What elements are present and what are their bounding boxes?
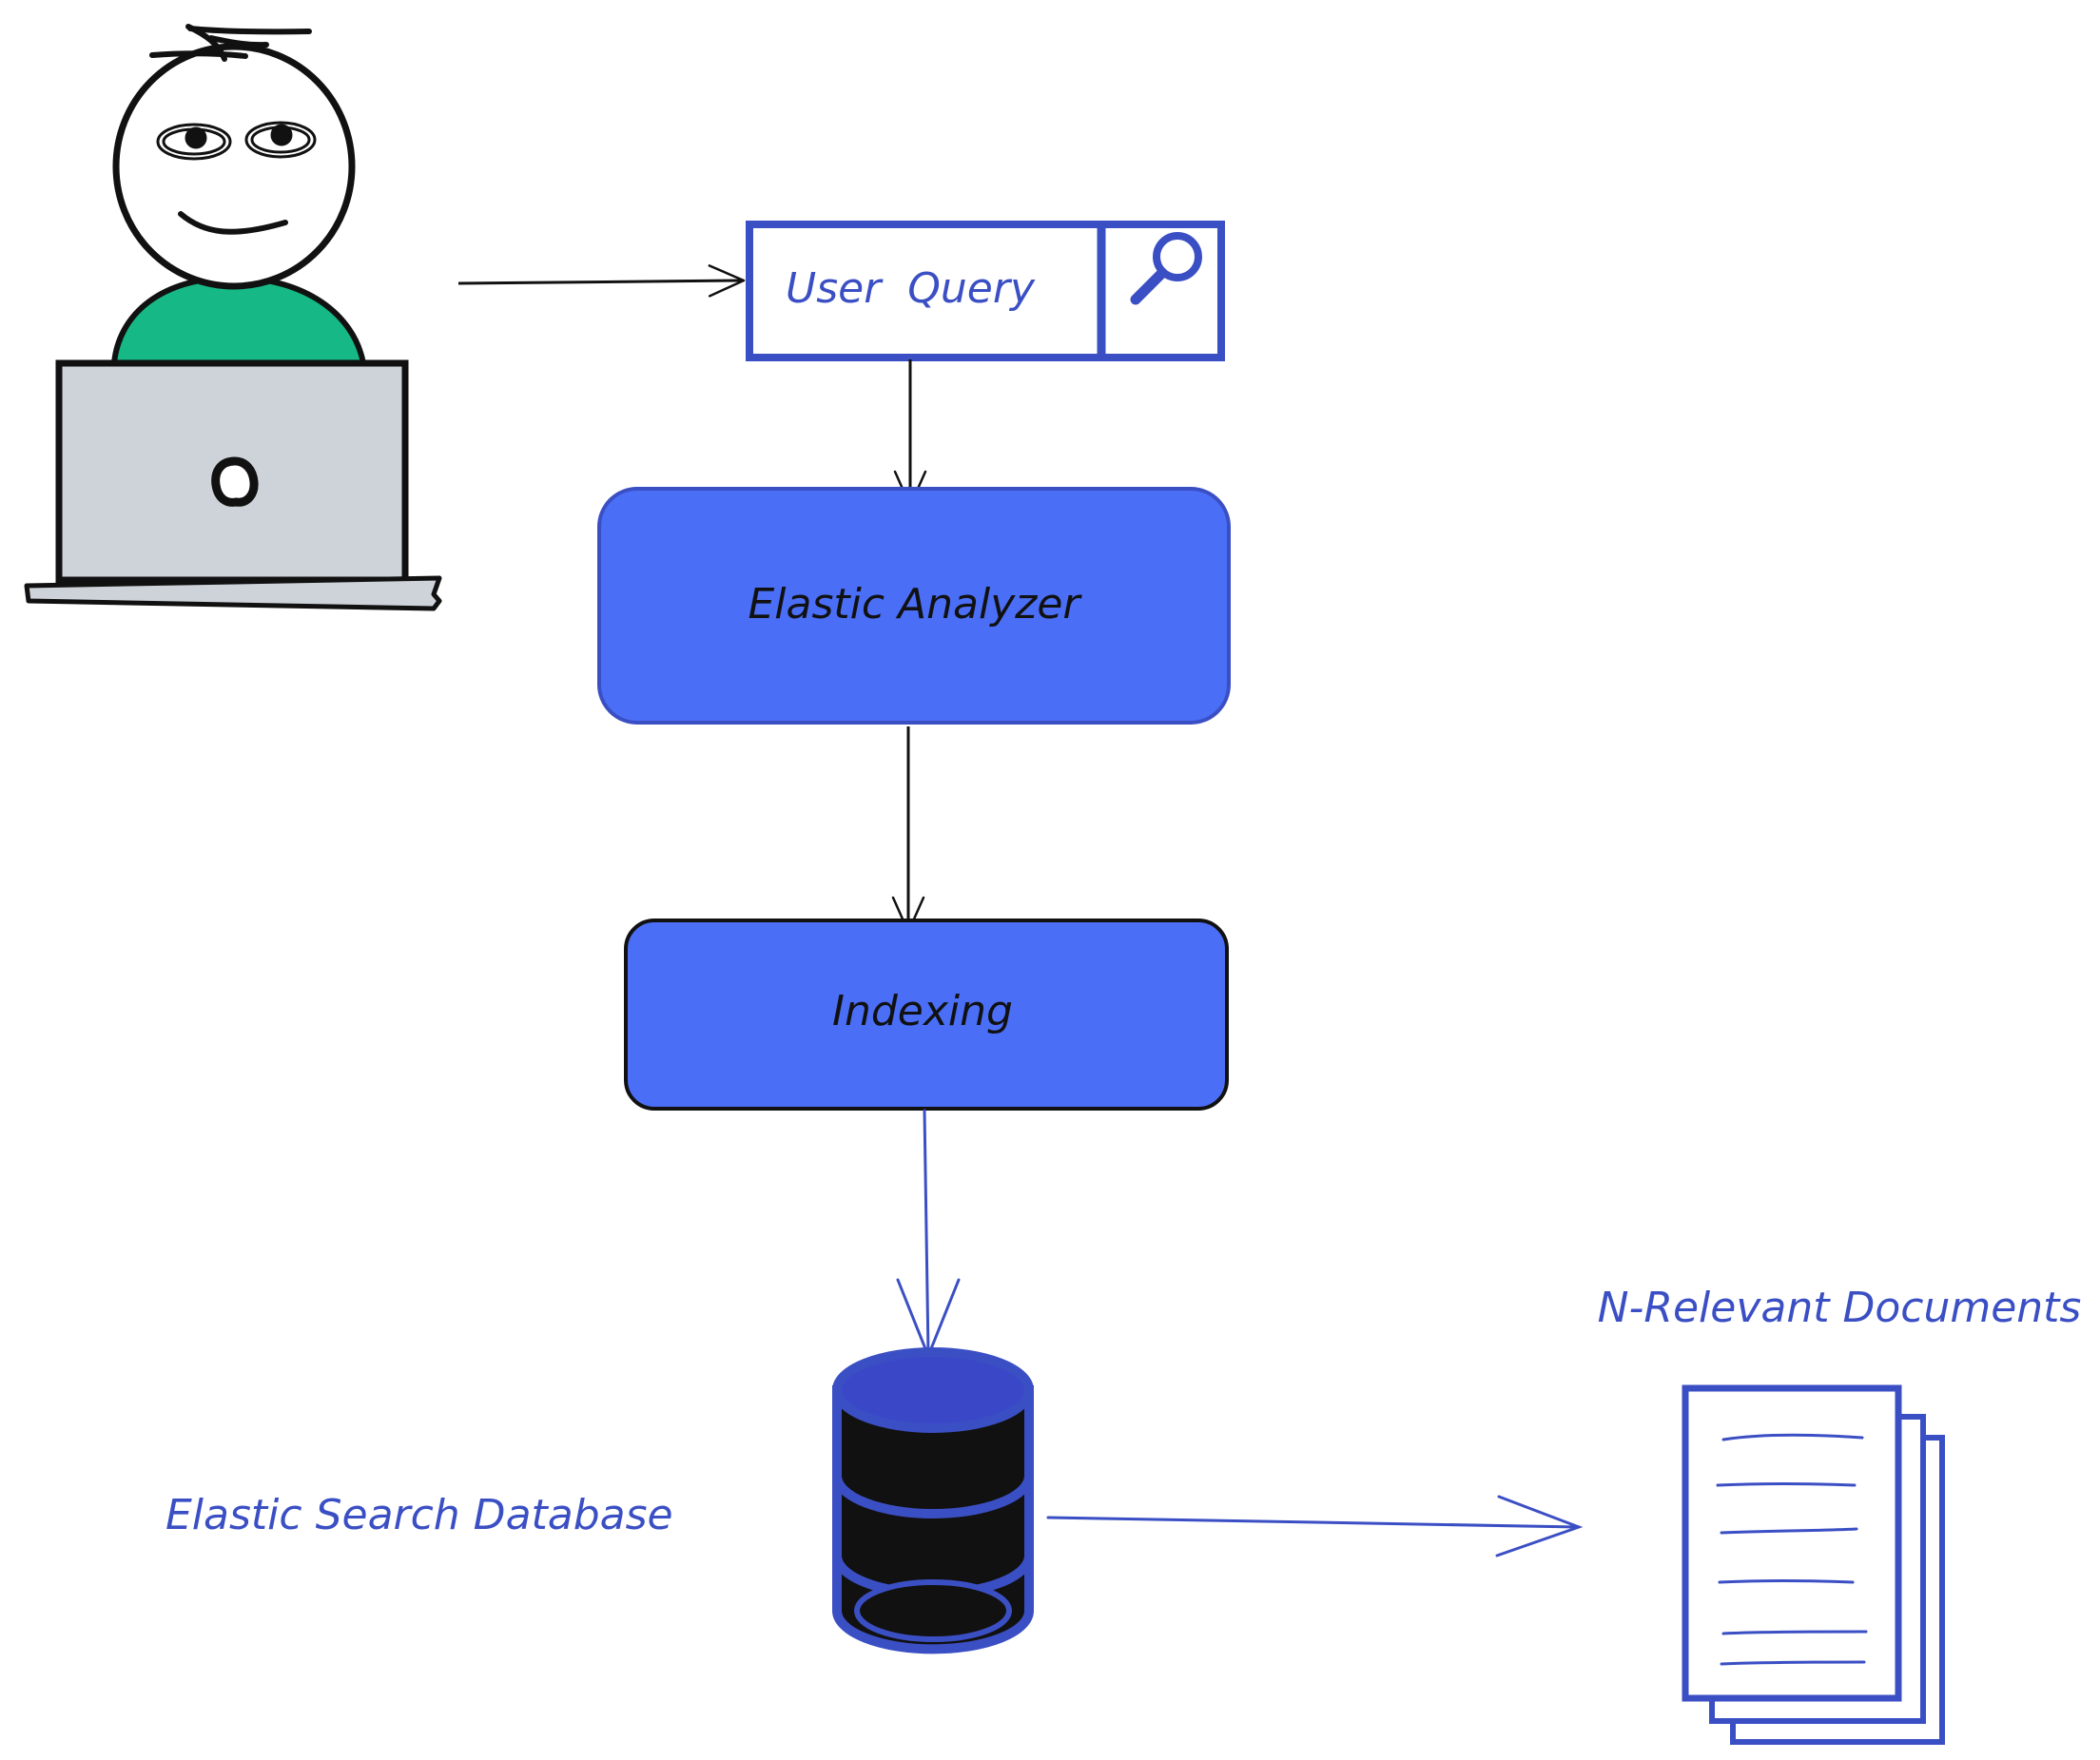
indexing-node[interactable]: Indexing: [624, 919, 1229, 1111]
magnifier-icon[interactable]: [1130, 232, 1202, 305]
database-cylinder-icon[interactable]: [832, 1347, 1034, 1654]
document-lines: [1716, 1433, 1868, 1666]
user-query-label: User Query: [786, 264, 1036, 313]
user-hair: [149, 24, 312, 62]
user-at-laptop-icon: [24, 24, 442, 611]
document-stack-icon[interactable]: [1682, 1384, 1945, 1745]
document-front: [1682, 1384, 1902, 1702]
user-mouth: [178, 211, 288, 235]
user-query-search-box[interactable]: User Query: [746, 221, 1225, 361]
arrow-database-to-documents: [1046, 1495, 1584, 1557]
laptop-logo: [211, 456, 259, 507]
arrow-user-to-query: [457, 264, 746, 298]
laptop-base: [24, 575, 442, 611]
database-label: Elastic Search Database: [165, 1491, 673, 1539]
user-eyes: [156, 121, 317, 161]
user-shirt: [111, 275, 366, 366]
elastic-analyzer-label: Elastic Analyzer: [748, 580, 1082, 629]
indexing-label: Indexing: [832, 987, 1013, 1035]
user-head: [112, 43, 356, 290]
arrow-indexing-to-database: [896, 1109, 961, 1361]
documents-label: N-Relevant Documents: [1598, 1284, 2082, 1332]
elastic-analyzer-node[interactable]: Elastic Analyzer: [597, 487, 1231, 725]
